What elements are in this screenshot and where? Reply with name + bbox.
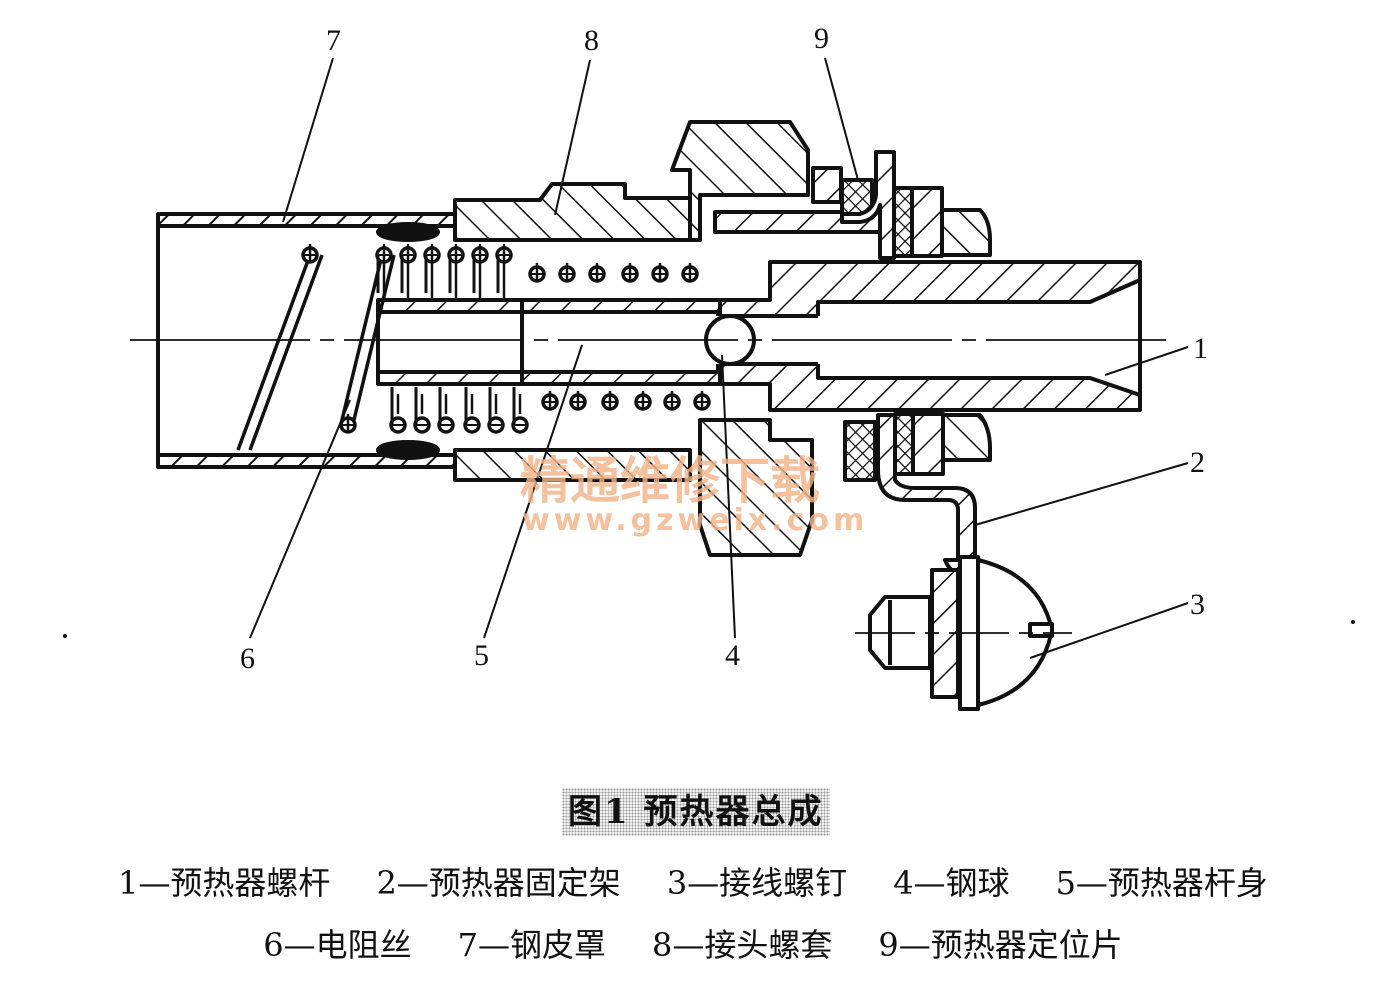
- coil-turn: [636, 391, 650, 409]
- coil-turn: [590, 263, 604, 281]
- coil-turn: [683, 263, 697, 281]
- legend-item-rod-body: 5—预热器杆身: [1056, 858, 1268, 904]
- legend-item-resistance-wire: 6—电阻丝: [263, 920, 411, 966]
- coil-turn: [530, 263, 544, 281]
- resistance-wire: [238, 255, 394, 450]
- watermark-text: 精通维修下载: [520, 452, 820, 510]
- callout-6: 6: [240, 642, 255, 675]
- legend-item-heater-screw: 1—预热器螺杆: [118, 858, 330, 904]
- coil-turn: [665, 391, 679, 409]
- legend-item-fixing-bracket: 2—预热器固定架: [376, 858, 620, 904]
- callout-7: 7: [326, 24, 341, 57]
- coil-turn: [465, 387, 479, 432]
- coil-turn: [401, 244, 415, 300]
- coil-turn: [425, 244, 439, 300]
- coil-turn: [497, 244, 511, 300]
- insulator-top: [378, 224, 438, 240]
- coil-turn: [543, 391, 557, 409]
- callout-3: 3: [1190, 588, 1205, 621]
- coil-row-top-right: [530, 263, 697, 281]
- insulator-bottom: [378, 442, 438, 458]
- legend-item-positioning-plate: 9—预热器定位片: [878, 920, 1122, 966]
- scan-dot: [63, 634, 67, 638]
- coil-turn: [489, 387, 503, 432]
- callout-4: 4: [725, 639, 740, 672]
- legend-item-steel-ball: 4—钢球: [893, 858, 1009, 904]
- coil-turn: [439, 387, 453, 432]
- legend-item-joint-nut: 8—接头螺套: [652, 920, 832, 966]
- callout-9: 9: [814, 22, 829, 55]
- coil-turn: [415, 387, 429, 432]
- callout-5: 5: [474, 639, 489, 672]
- figure-caption: 图1 预热器总成: [562, 788, 830, 836]
- callout-1: 1: [1193, 332, 1208, 365]
- scan-dot: [1351, 620, 1355, 624]
- coil-row-bottom-right: [543, 391, 709, 409]
- joint-nut-upper: [455, 184, 690, 240]
- legend-item-terminal-screw: 3—接线螺钉: [667, 858, 847, 904]
- coil-turn: [571, 391, 585, 409]
- coil-turn: [603, 391, 617, 409]
- positioning-plate-block: [813, 168, 841, 202]
- coil-row-top: [303, 244, 511, 300]
- coil-turn: [695, 391, 709, 409]
- coil-turn: [473, 244, 487, 300]
- coil-turn: [303, 244, 317, 262]
- callout-8: 8: [584, 24, 599, 57]
- coil-row-bottom: [341, 387, 527, 432]
- coil-turn: [391, 387, 405, 432]
- coil-turn: [513, 387, 527, 432]
- legend-item-steel-cover: 7—钢皮罩: [458, 920, 606, 966]
- callout-2: 2: [1190, 446, 1205, 479]
- legend-row-1: 1—预热器螺杆 2—预热器固定架 3—接线螺钉 4—钢球 5—预热器杆身: [0, 858, 1386, 904]
- watermark-url: www.gzweix.com: [522, 503, 868, 538]
- coil-turn: [560, 263, 574, 281]
- coil-turn: [449, 244, 463, 300]
- coil-turn: [623, 263, 637, 281]
- legend-row-2: 6—电阻丝 7—钢皮罩 8—接头螺套 9—预热器定位片: [0, 920, 1386, 966]
- preheater-assembly-drawing: 1 2 3 4 5 6 7 8 9 精通维修下载 www.gzweix.com: [0, 0, 1386, 760]
- coil-turn: [653, 263, 667, 281]
